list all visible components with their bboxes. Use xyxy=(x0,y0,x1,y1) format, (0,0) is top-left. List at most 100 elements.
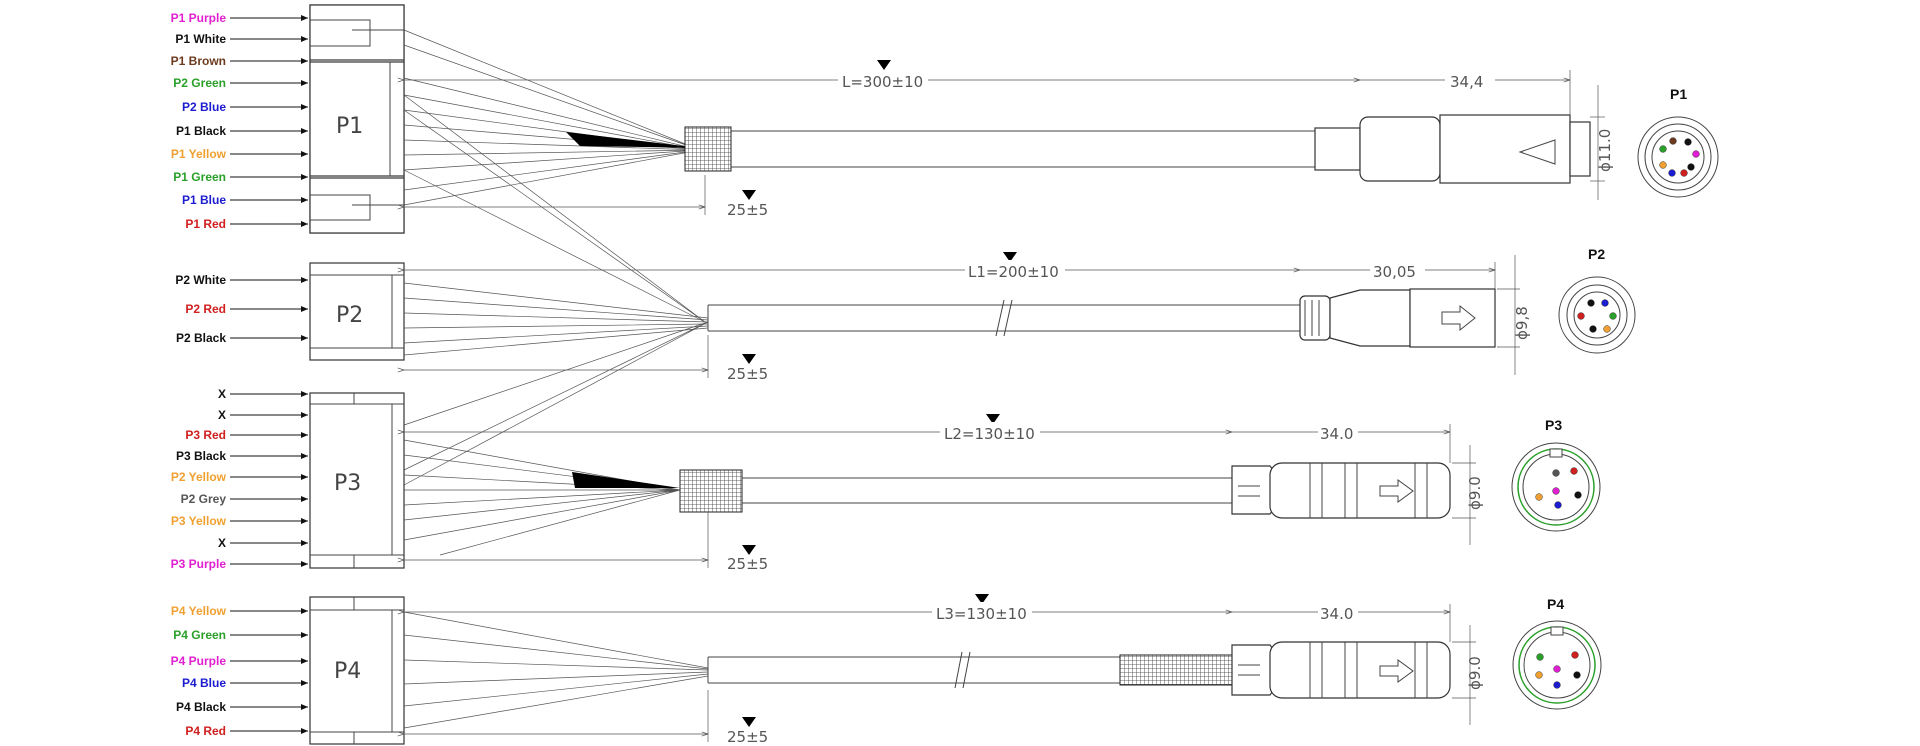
p1-end-length: 34,4 xyxy=(1450,73,1483,91)
pin-dot xyxy=(1552,487,1560,495)
wire-label: P4 Yellow xyxy=(171,604,227,618)
pin-dot xyxy=(1570,467,1578,475)
p4-pinout: P4 xyxy=(1512,596,1602,710)
p4-cable xyxy=(707,651,1120,689)
wire-label: P4 Blue xyxy=(182,676,226,690)
p1-dimensions: L=300±10 34,4 ϕ11.0 25±5 xyxy=(404,60,1614,219)
pin-dot xyxy=(1601,299,1609,307)
pin-dot xyxy=(1684,138,1692,146)
p2-end-connector xyxy=(1299,288,1496,348)
p2-length-label: L1=200±10 xyxy=(968,263,1059,281)
pin-dot xyxy=(1577,312,1585,320)
pin-dot xyxy=(1659,161,1667,169)
pin-dot xyxy=(1552,469,1560,477)
wire-label: P2 Blue xyxy=(182,100,226,114)
p3-connector-label: P3 xyxy=(334,471,361,496)
p2-diameter: ϕ9,8 xyxy=(1513,306,1531,340)
pin-dot xyxy=(1535,671,1543,679)
pin-dot xyxy=(1535,493,1543,501)
wire-label: P1 Yellow xyxy=(171,147,227,161)
p4-connector-housing: P4 xyxy=(309,596,405,745)
wire-label: P4 Red xyxy=(185,724,226,738)
p3-diameter: ϕ9.0 xyxy=(1466,476,1484,510)
wire-label: X xyxy=(218,408,226,422)
wire-label: P1 Brown xyxy=(171,54,226,68)
wire-label: P1 White xyxy=(175,32,226,46)
p4-dimensions: L3=130±10 34.0 ϕ9.0 25±5 xyxy=(404,594,1484,746)
pin-dot xyxy=(1574,491,1582,499)
group-p2: P2 L1=200±10 30,05 xyxy=(309,246,1636,486)
p3-cable xyxy=(742,477,1232,504)
p2-wire-fan xyxy=(403,282,709,486)
p3-connector-housing: P3 xyxy=(309,392,405,569)
p4-breakout-label: 25±5 xyxy=(727,728,768,746)
pin-dot xyxy=(1609,312,1617,320)
p4-wire-fan xyxy=(403,611,709,729)
p4-end-connector xyxy=(1231,641,1451,699)
wire-label: X xyxy=(218,536,226,550)
p3-pinout: P3 xyxy=(1511,417,1601,532)
wire-label: P2 Red xyxy=(185,302,226,316)
pin-dot xyxy=(1571,651,1579,659)
wire-label: P2 Green xyxy=(173,76,226,90)
p1-connector-housing: P1 xyxy=(309,4,405,234)
pin-dot xyxy=(1536,653,1544,661)
p1-diameter: ϕ11.0 xyxy=(1596,129,1614,172)
wire-label: X xyxy=(218,387,226,401)
p3-wire-fan xyxy=(403,439,681,556)
p3-pinout-title: P3 xyxy=(1545,417,1562,433)
p3-breakout-label: 25±5 xyxy=(727,555,768,573)
wire-label: P3 Black xyxy=(176,449,226,463)
wire-label: P1 Red xyxy=(185,217,226,231)
pin-dot xyxy=(1659,145,1667,153)
p2-pinout-title: P2 xyxy=(1588,246,1605,262)
p3-dimensions: L2=130±10 34.0 ϕ9.0 25±5 xyxy=(404,414,1484,573)
group-p3: P3 L2=130±10 34.0 xyxy=(309,392,1601,573)
group-p1: P1 L=300±10 34,4 xyxy=(309,4,1719,323)
pin-dot xyxy=(1573,671,1581,679)
p2-cable xyxy=(707,299,1300,337)
p1-pin-group xyxy=(1659,137,1700,177)
p2-pin-group xyxy=(1577,299,1617,333)
p2-pinout: P2 xyxy=(1558,246,1636,354)
p4-length-label: L3=130±10 xyxy=(936,605,1027,623)
p2-dimensions: L1=200±10 30,05 ϕ9,8 25±5 xyxy=(404,252,1531,383)
pin-dot xyxy=(1692,150,1700,158)
p1-connector-label: P1 xyxy=(336,114,363,139)
wire-label: P4 Black xyxy=(176,700,226,714)
pin-dot xyxy=(1687,163,1695,171)
p3-end-length: 34.0 xyxy=(1320,425,1353,443)
p1-wire-fan xyxy=(403,29,706,323)
p1-pinout-title: P1 xyxy=(1670,86,1687,102)
wire-label: P3 Red xyxy=(185,428,226,442)
pin-dot xyxy=(1553,681,1561,689)
p1-length-label: L=300±10 xyxy=(842,73,923,91)
p4-pin-group xyxy=(1535,651,1581,689)
wire-label: P4 Purple xyxy=(171,654,227,668)
pin-dot xyxy=(1554,501,1562,509)
p1-pinout: P1 xyxy=(1637,86,1719,198)
wire-label: P1 Green xyxy=(173,170,226,184)
group-p4: P4 L3=130±10 34.0 xyxy=(309,594,1602,746)
p2-connector-label: P2 xyxy=(336,303,363,328)
pin-dot xyxy=(1553,665,1561,673)
pin-dot xyxy=(1669,137,1677,145)
p1-end-connector xyxy=(1314,114,1591,184)
pin-dot xyxy=(1603,325,1611,333)
p4-end-length: 34.0 xyxy=(1320,605,1353,623)
pin-dot xyxy=(1589,325,1597,333)
wire-label: P1 Blue xyxy=(182,193,226,207)
p4-shield-sleeve xyxy=(1119,654,1233,686)
p3-end-connector xyxy=(1231,462,1451,519)
p4-pinout-title: P4 xyxy=(1547,596,1564,612)
wire-label: P3 Yellow xyxy=(171,514,227,528)
wire-label: P4 Green xyxy=(173,628,226,642)
p1-breakout-label: 25±5 xyxy=(727,201,768,219)
p1-cable xyxy=(731,130,1320,168)
p2-end-length: 30,05 xyxy=(1373,263,1416,281)
p3-pin-group xyxy=(1535,467,1582,509)
pin-dot xyxy=(1587,299,1595,307)
wire-label: P1 Black xyxy=(176,124,226,138)
p4-connector-label: P4 xyxy=(334,659,361,684)
